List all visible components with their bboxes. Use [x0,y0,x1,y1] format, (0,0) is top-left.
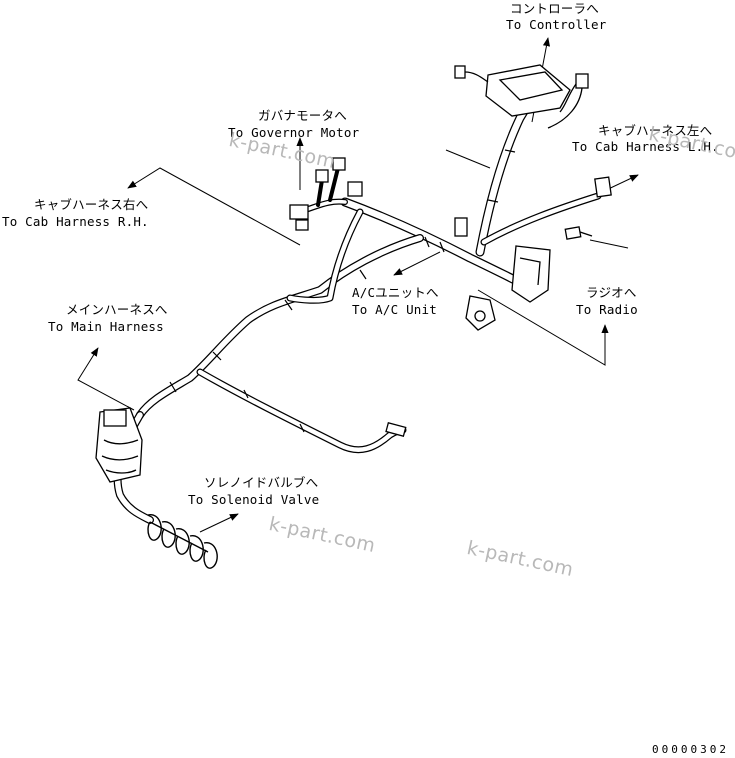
radio-leader [477,289,609,366]
cab-lh-connector [594,176,612,198]
drawing-code: 00000302 [652,743,729,756]
label-main-en: To Main Harness [48,319,164,334]
leader-lines [77,37,639,533]
ac-arrow [393,251,441,276]
lower-right-connector [385,422,407,437]
harness-bands [169,149,516,433]
label-ac-jp: A/Cユニットへ [352,285,439,300]
label-controller-en: To Controller [506,17,607,32]
solenoid-arrow [199,513,239,533]
solenoid-coils [147,514,218,569]
label-governor-jp: ガバナモータへ [258,108,347,123]
label-controller-jp: コントローラへ [510,1,599,16]
label-cab-lh-jp: キャブハーネス左へ [598,123,713,138]
label-radio-jp: ラジオへ [586,285,637,300]
label-cab-rh-en: To Cab Harness R.H. [2,214,149,229]
main-harness-connector [95,407,143,483]
cab-rh-leader [127,167,301,246]
label-main-jp: メインハーネスへ [66,302,168,317]
radio-pointer [589,239,629,249]
main-leader [77,347,135,411]
label-solenoid-en: To Solenoid Valve [188,492,320,507]
controller-pointer [445,149,491,169]
controller-connector-block [454,64,589,129]
label-cab-rh-jp: キャブハーネス右へ [34,197,149,212]
label-governor-en: To Governor Motor [228,125,360,140]
label-solenoid-jp: ソレノイドバルブへ [204,475,319,490]
label-cab-lh-en: To Cab Harness L.H. [572,139,719,154]
label-ac-en: To A/C Unit [352,302,437,317]
radio-ac-connector-cluster [454,217,593,331]
governor-connectors [289,157,363,231]
label-radio-en: To Radio [576,302,638,317]
